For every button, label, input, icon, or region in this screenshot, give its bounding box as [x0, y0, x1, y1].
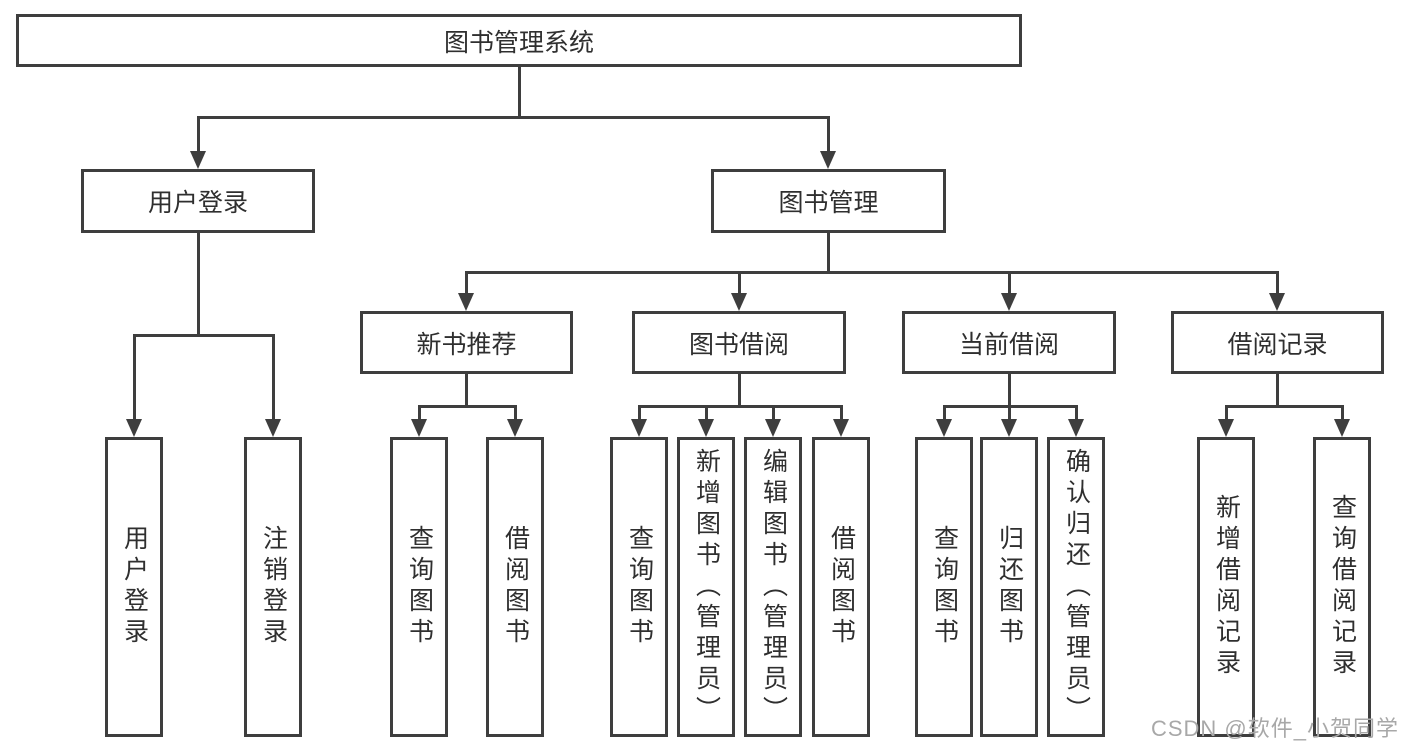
leaf-add-book-admin: 新增图书（管理员）	[677, 437, 735, 737]
arrowhead-icon	[936, 419, 952, 437]
node-label: 查询借阅记录	[1328, 494, 1357, 680]
node-label: 借阅图书	[827, 525, 856, 649]
leaf-user-login: 用户登录	[105, 437, 163, 737]
node-root: 图书管理系统	[16, 14, 1022, 67]
node-label: 借阅记录	[1227, 330, 1328, 359]
connector-line	[1275, 272, 1279, 295]
node-book-management: 图书管理	[711, 169, 946, 233]
leaf-return-book: 归还图书	[980, 437, 1038, 737]
arrowhead-icon	[698, 419, 714, 437]
connector-line	[1074, 406, 1078, 421]
node-label: 确认归还（管理员）	[1062, 447, 1091, 727]
arrowhead-icon	[820, 151, 836, 169]
node-label: 图书借阅	[688, 330, 789, 359]
node-label: 当前借阅	[958, 330, 1059, 359]
leaf-borrow-books-recommend: 借阅图书	[486, 437, 544, 737]
connector-line	[1224, 404, 1344, 408]
arrowhead-icon	[265, 419, 281, 437]
arrowhead-icon	[1218, 419, 1234, 437]
connector-line	[132, 335, 136, 421]
leaf-query-books-borrow: 查询图书	[610, 437, 668, 737]
connector-line	[196, 115, 830, 119]
arrowhead-icon	[1334, 419, 1350, 437]
connector-line	[737, 272, 741, 295]
arrowhead-icon	[1269, 293, 1285, 311]
connector-line	[464, 272, 468, 295]
node-label: 注销登录	[259, 525, 288, 649]
arrowhead-icon	[126, 419, 142, 437]
connector-line	[942, 406, 946, 421]
node-label: 用户登录	[120, 525, 149, 649]
connector-line	[637, 404, 843, 408]
node-label: 新增借阅记录	[1212, 494, 1241, 680]
connector-line	[637, 406, 641, 421]
connector-line	[132, 333, 275, 337]
connector-line	[517, 67, 521, 117]
connector-line	[1224, 406, 1228, 421]
connector-line	[513, 406, 517, 421]
node-label: 用户登录	[147, 189, 248, 217]
arrowhead-icon	[631, 419, 647, 437]
node-label: 查询图书	[405, 525, 434, 649]
leaf-query-books-current: 查询图书	[915, 437, 973, 737]
connector-line	[1007, 406, 1011, 421]
leaf-borrow-books: 借阅图书	[812, 437, 870, 737]
leaf-logout: 注销登录	[244, 437, 302, 737]
leaf-edit-book-admin: 编辑图书（管理员）	[744, 437, 802, 737]
node-label: 图书管理	[778, 189, 879, 217]
arrowhead-icon	[411, 419, 427, 437]
node-label: 编辑图书（管理员）	[759, 447, 788, 727]
node-label: 图书管理系统	[443, 28, 594, 57]
leaf-add-borrow-record: 新增借阅记录	[1197, 437, 1255, 737]
arrowhead-icon	[833, 419, 849, 437]
node-label: 查询图书	[625, 525, 654, 649]
arrowhead-icon	[1001, 419, 1017, 437]
connector-line	[704, 406, 708, 421]
node-current-borrow: 当前借阅	[902, 311, 1116, 374]
connector-line	[417, 406, 421, 421]
connector-line	[464, 270, 1279, 274]
arrowhead-icon	[731, 293, 747, 311]
connector-line	[1275, 374, 1279, 406]
watermark: CSDN @软件_小贺同学	[1150, 716, 1399, 741]
connector-line	[417, 404, 517, 408]
connector-line	[196, 233, 200, 335]
connector-line	[771, 406, 775, 421]
arrowhead-icon	[1068, 419, 1084, 437]
leaf-query-books-recommend: 查询图书	[390, 437, 448, 737]
node-new-book-recommend: 新书推荐	[360, 311, 573, 374]
node-label: 查询图书	[930, 525, 959, 649]
node-borrow-records: 借阅记录	[1171, 311, 1384, 374]
node-label: 新增图书（管理员）	[692, 447, 721, 727]
arrowhead-icon	[458, 293, 474, 311]
connector-line	[826, 117, 830, 153]
connector-line	[737, 374, 741, 406]
arrowhead-icon	[1001, 293, 1017, 311]
connector-line	[1007, 272, 1011, 295]
connector-line	[1340, 406, 1344, 421]
connector-line	[942, 404, 1078, 408]
arrowhead-icon	[765, 419, 781, 437]
connector-line	[464, 374, 468, 406]
connector-line	[196, 117, 200, 153]
node-label: 归还图书	[995, 525, 1024, 649]
arrowhead-icon	[507, 419, 523, 437]
leaf-query-borrow-record: 查询借阅记录	[1313, 437, 1371, 737]
node-label: 借阅图书	[501, 525, 530, 649]
node-book-borrow: 图书借阅	[632, 311, 846, 374]
arrowhead-icon	[190, 151, 206, 169]
connector-line	[271, 335, 275, 421]
leaf-confirm-return-admin: 确认归还（管理员）	[1047, 437, 1105, 737]
node-label: 新书推荐	[416, 330, 517, 359]
connector-line	[826, 233, 830, 272]
node-user-login: 用户登录	[81, 169, 315, 233]
connector-line	[839, 406, 843, 421]
connector-line	[1007, 374, 1011, 406]
